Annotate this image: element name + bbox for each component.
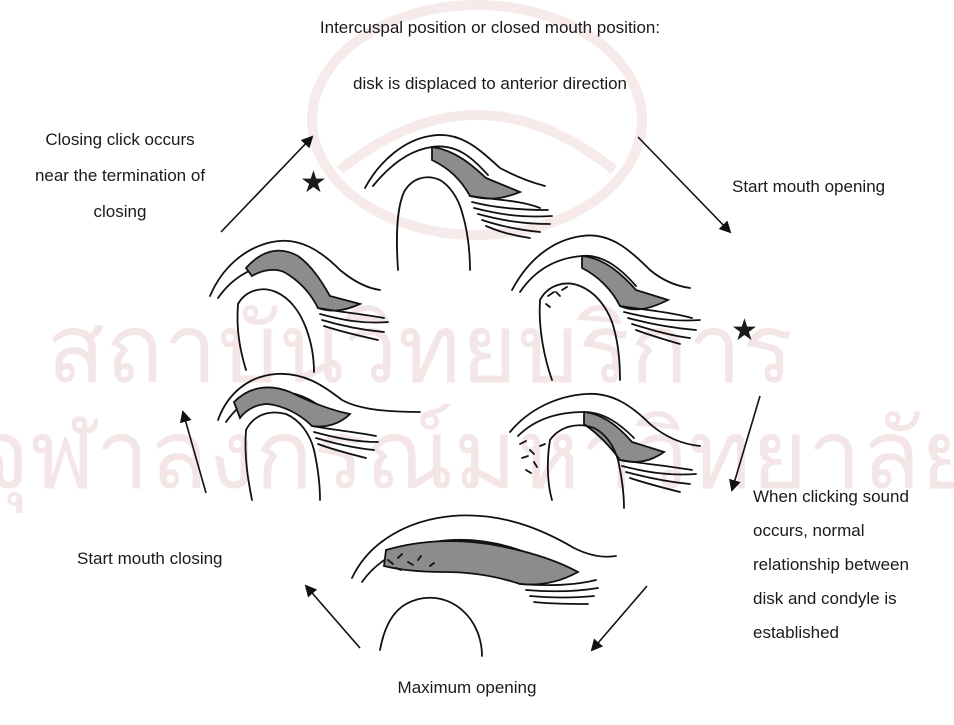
disk-closed: [432, 147, 520, 199]
disk-start-opening: [582, 256, 668, 309]
disk-closing: [246, 251, 360, 311]
arrow-from-maximum: [306, 586, 360, 648]
arrow-closing-click: [221, 137, 312, 232]
arrow-start-opening: [638, 137, 730, 232]
disk-clicking: [584, 412, 664, 462]
arrow-clicking: [732, 396, 760, 490]
tmj-panel-closing: [210, 241, 388, 372]
tmj-panel-clicking: [510, 394, 700, 508]
tmj-panel-start-closing: [218, 374, 420, 500]
tmj-panel-maximum: [352, 515, 616, 656]
tmj-panel-start-opening: [512, 235, 700, 380]
arrow-start-closing: [183, 412, 206, 493]
arrow-to-maximum: [592, 586, 647, 650]
tmj-panel-closed: [365, 135, 552, 270]
disk-maximum: [384, 541, 578, 584]
